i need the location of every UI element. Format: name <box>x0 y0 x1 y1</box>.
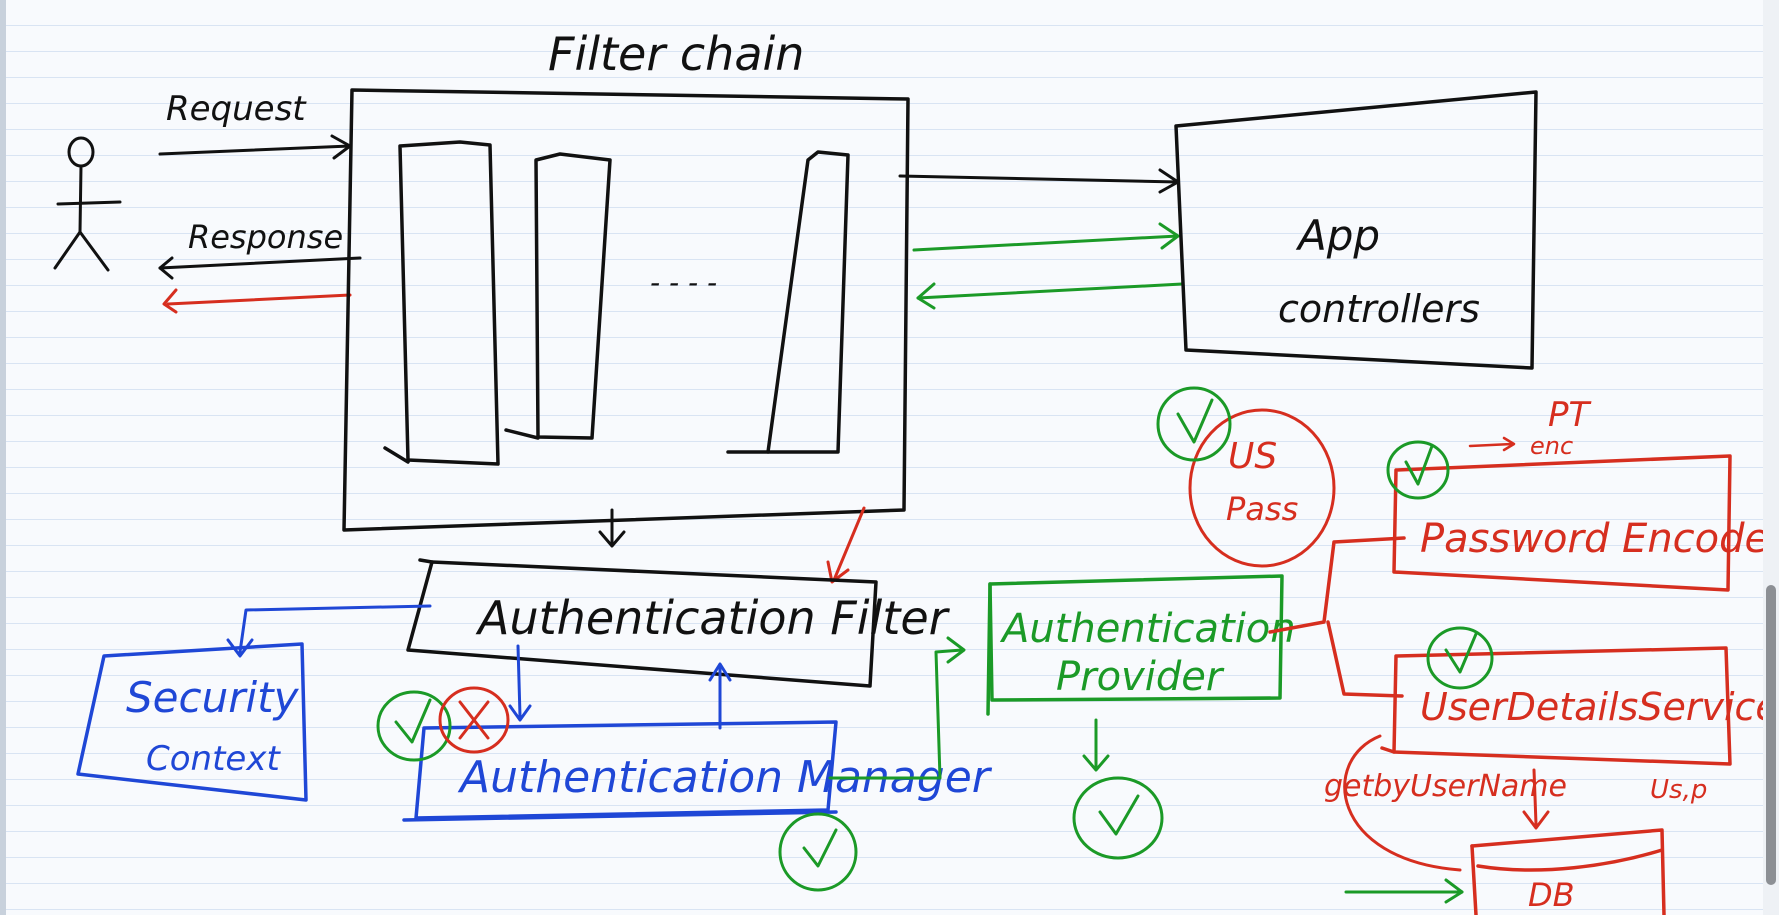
manager-to-filter-arrow <box>708 662 732 730</box>
authentication-provider-box <box>986 574 1284 716</box>
provider-down-arrow <box>1082 718 1110 772</box>
app-label: App <box>1295 211 1380 260</box>
app-controllers-box <box>1174 90 1538 370</box>
green-return-arrow <box>916 282 1184 310</box>
manager-to-provider-arrow <box>828 636 966 780</box>
scrollbar-track[interactable] <box>1763 0 1779 915</box>
db-box <box>1470 828 1666 915</box>
pt-enc-arrow <box>1468 436 1516 452</box>
scrollbar-thumb[interactable] <box>1766 585 1776 885</box>
check-circle-icon <box>1156 386 1232 462</box>
us-pass-circle <box>1188 408 1336 568</box>
context-label: Context <box>146 739 281 779</box>
chain-down-arrow <box>598 508 626 548</box>
filter-to-manager-arrow <box>508 644 532 722</box>
stick-figure-icon <box>53 136 122 272</box>
enc-label: enc <box>1530 432 1573 460</box>
check-circle-icon <box>1386 440 1450 500</box>
authentication-manager-box <box>402 720 838 822</box>
response-arrow-red <box>162 288 352 314</box>
pass-label: Pass <box>1226 490 1298 528</box>
filter-to-context-arrow <box>226 604 432 658</box>
us-label: US <box>1228 436 1277 477</box>
user-details-service-box <box>1380 646 1732 766</box>
pt-label: PT <box>1548 395 1592 435</box>
chain-to-filter-red-arrow <box>826 506 866 584</box>
db-return-curve <box>1343 734 1462 872</box>
authentication-filter-label: Authentication Filter <box>475 591 951 645</box>
check-circle-icon <box>376 690 452 762</box>
filter-chain-dots: - - - - <box>650 266 717 299</box>
us-p-label: Us,p <box>1650 775 1707 805</box>
uds-to-db-arrow <box>1522 768 1550 830</box>
green-forward-arrow <box>912 222 1180 252</box>
green-db-arrow <box>1344 878 1464 904</box>
security-context-box <box>76 642 308 802</box>
authentication-filter-box <box>406 558 878 688</box>
cross-circle-icon <box>438 686 510 754</box>
get-by-username-label: getbyUserName <box>1324 769 1567 804</box>
check-circle-icon <box>1072 776 1164 860</box>
password-encoder-label: Password Encoder <box>1420 516 1779 562</box>
security-label: Security <box>126 673 300 722</box>
authentication-label: Authentication <box>999 606 1296 652</box>
password-encoder-box <box>1392 454 1732 592</box>
chain-to-controller-arrow <box>898 168 1180 194</box>
db-label: DB <box>1528 876 1575 914</box>
provider-label: Provider <box>1056 654 1225 700</box>
check-circle-icon <box>778 812 858 892</box>
filter-chain-title: Filter chain <box>548 27 804 81</box>
user-details-service-label: UserDetailsService <box>1420 685 1779 729</box>
controllers-label: controllers <box>1278 287 1480 331</box>
check-circle-icon <box>1426 626 1494 690</box>
request-label: Request <box>166 89 307 129</box>
provider-branch-lines <box>1268 536 1406 698</box>
request-arrow <box>158 134 352 160</box>
response-label: Response <box>188 218 343 256</box>
response-arrow <box>158 256 362 280</box>
filter-chain-box <box>342 88 910 532</box>
